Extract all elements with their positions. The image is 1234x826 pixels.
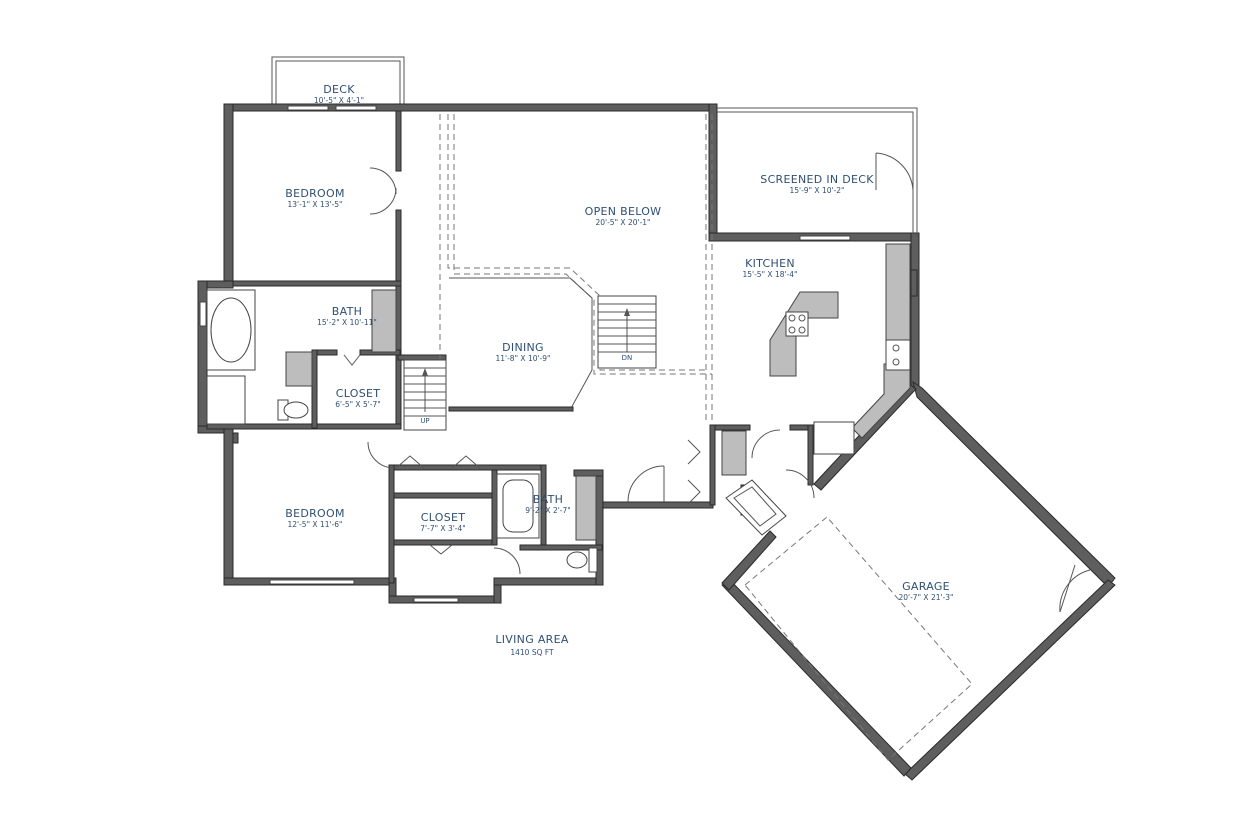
- svg-text:15'-9" X 10'-2": 15'-9" X 10'-2": [790, 186, 845, 195]
- label-bath-1: BATH 15'-2" X 10'-11": [317, 305, 377, 327]
- kitchen-angled-wall: [813, 243, 918, 491]
- svg-text:10'-5" X 4'-1": 10'-5" X 4'-1": [314, 96, 364, 105]
- svg-text:OPEN BELOW: OPEN BELOW: [585, 205, 662, 218]
- label-bath-2: BATH 9'-2" X 2'-7": [525, 493, 570, 515]
- master-bath-fixtures: [206, 289, 397, 425]
- svg-text:15'-2" X 10'-11": 15'-2" X 10'-11": [317, 318, 377, 327]
- label-dining: DINING 11'-8" X 10'-9": [496, 341, 551, 363]
- open-below-outline: [439, 114, 713, 420]
- deck-area: [271, 56, 405, 104]
- svg-text:DN: DN: [622, 354, 633, 362]
- svg-text:11'-8" X 10'-9": 11'-8" X 10'-9": [496, 354, 551, 363]
- svg-text:KITCHEN: KITCHEN: [745, 257, 795, 270]
- label-bedroom-2: BEDROOM 12'-5" X 11'-6": [285, 507, 345, 529]
- svg-text:BEDROOM: BEDROOM: [285, 507, 345, 520]
- doors: [367, 167, 701, 575]
- svg-text:BATH: BATH: [533, 493, 563, 506]
- label-closet-1: CLOSET 6'-5" X 5'-7": [335, 387, 380, 409]
- svg-text:UP: UP: [420, 417, 429, 425]
- stair-up: [403, 359, 447, 431]
- svg-text:12'-5" X 11'-6": 12'-5" X 11'-6": [288, 520, 343, 529]
- label-open-below: OPEN BELOW 20'-5" X 20'-1": [585, 205, 662, 227]
- label-bedroom-1: BEDROOM 13'-1" X 13'-5": [285, 187, 345, 209]
- living-area-summary: LIVING AREA 1410 SQ FT: [495, 633, 569, 657]
- svg-text:15'-5" X 18'-4": 15'-5" X 18'-4": [743, 270, 798, 279]
- label-garage: GARAGE 20'-7" X 21'-3": [899, 580, 954, 602]
- svg-text:CLOSET: CLOSET: [421, 511, 466, 524]
- svg-text:BEDROOM: BEDROOM: [285, 187, 345, 200]
- label-screened-deck: SCREENED IN DECK 15'-9" X 10'-2": [760, 173, 874, 195]
- svg-text:7'-7" X 3'-4": 7'-7" X 3'-4": [420, 524, 465, 533]
- stair-down: [597, 295, 657, 369]
- svg-text:CLOSET: CLOSET: [336, 387, 381, 400]
- dining-boundary: [448, 277, 593, 412]
- interior-walls: [206, 110, 814, 584]
- kitchen-island: [769, 291, 839, 377]
- svg-text:DECK: DECK: [323, 83, 355, 96]
- stair-labels: DN UP: [420, 354, 632, 425]
- kitchen-lower-fixtures: [721, 421, 855, 536]
- svg-text:GARAGE: GARAGE: [902, 580, 950, 593]
- svg-text:9'-2" X 2'-7": 9'-2" X 2'-7": [525, 506, 570, 515]
- screened-deck-walls: [717, 107, 918, 241]
- svg-text:6'-5" X 5'-7": 6'-5" X 5'-7": [335, 400, 380, 409]
- svg-text:20'-7" X 21'-3": 20'-7" X 21'-3": [899, 593, 954, 602]
- label-deck: DECK 10'-5" X 4'-1": [314, 83, 364, 105]
- svg-text:20'-5" X 20'-1": 20'-5" X 20'-1": [596, 218, 651, 227]
- label-closet-2: CLOSET 7'-7" X 3'-4": [420, 511, 465, 533]
- svg-text:1410 SQ FT: 1410 SQ FT: [510, 648, 554, 657]
- label-kitchen: KITCHEN 15'-5" X 18'-4": [743, 257, 798, 279]
- windows: [199, 105, 459, 603]
- garage-walls: [721, 380, 1116, 781]
- svg-text:BATH: BATH: [332, 305, 362, 318]
- svg-text:SCREENED IN DECK: SCREENED IN DECK: [760, 173, 874, 186]
- svg-text:13'-1" X 13'-5": 13'-1" X 13'-5": [288, 200, 343, 209]
- svg-text:LIVING AREA: LIVING AREA: [495, 633, 569, 646]
- svg-text:DINING: DINING: [502, 341, 544, 354]
- hall-bath-fixtures: [496, 473, 598, 573]
